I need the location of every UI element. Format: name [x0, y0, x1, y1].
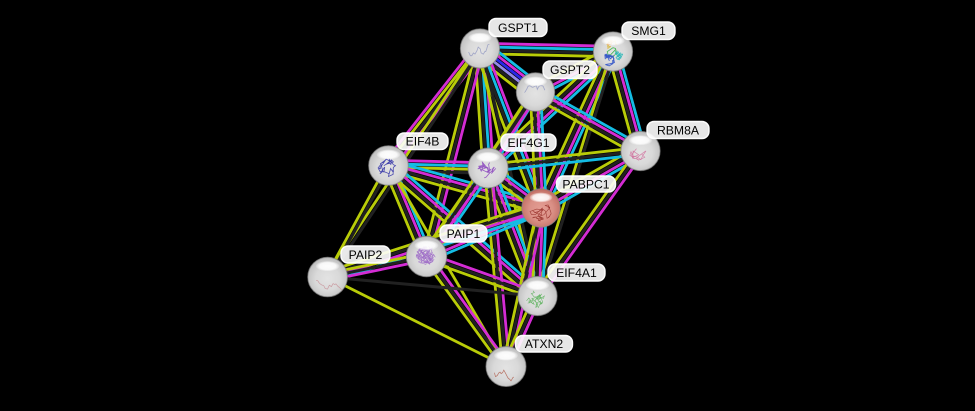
svg-text:EIF4A1: EIF4A1	[556, 266, 597, 280]
svg-text:EIF4B: EIF4B	[406, 135, 440, 149]
svg-text:EIF4G1: EIF4G1	[508, 136, 550, 150]
svg-text:GSPT1: GSPT1	[498, 21, 538, 35]
svg-text:ATXN2: ATXN2	[525, 337, 564, 351]
svg-text:PABPC1: PABPC1	[562, 177, 609, 191]
svg-text:PAIP2: PAIP2	[349, 248, 383, 262]
svg-text:PAIP1: PAIP1	[447, 227, 481, 241]
svg-text:RBM8A: RBM8A	[657, 123, 700, 137]
svg-text:SMG1: SMG1	[631, 24, 666, 38]
svg-text:GSPT2: GSPT2	[550, 63, 590, 77]
